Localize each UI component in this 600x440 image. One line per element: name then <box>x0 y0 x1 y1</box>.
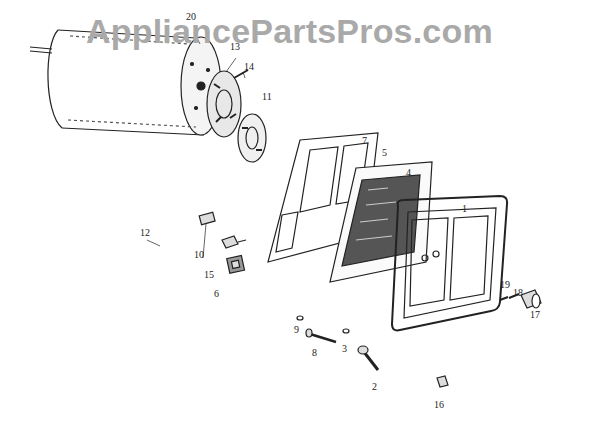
callout-number: 2 <box>372 382 377 392</box>
callout-number: 13 <box>230 42 240 52</box>
callout-number: 6 <box>214 289 219 299</box>
callout-number: 1 <box>462 204 467 214</box>
callout-number: 12 <box>140 228 150 238</box>
callout-number: 8 <box>312 348 317 358</box>
callout-number: 20 <box>186 12 196 22</box>
callout-number: 7 <box>362 136 367 146</box>
callout-number: 16 <box>434 400 444 410</box>
callout-number: 3 <box>342 344 347 354</box>
callout-number: 17 <box>530 310 540 320</box>
watermark: AppliancePartsPros.com <box>86 14 493 48</box>
callout-number: 4 <box>406 168 411 178</box>
callout-number: 18 <box>513 288 523 298</box>
callout-number: 9 <box>294 325 299 335</box>
callout-number: 5 <box>382 148 387 158</box>
callout-number: 14 <box>244 62 254 72</box>
callout-number: 10 <box>194 250 204 260</box>
callout-number: 15 <box>204 270 214 280</box>
callout-number: 19 <box>500 280 510 290</box>
callout-number: 11 <box>262 92 272 102</box>
